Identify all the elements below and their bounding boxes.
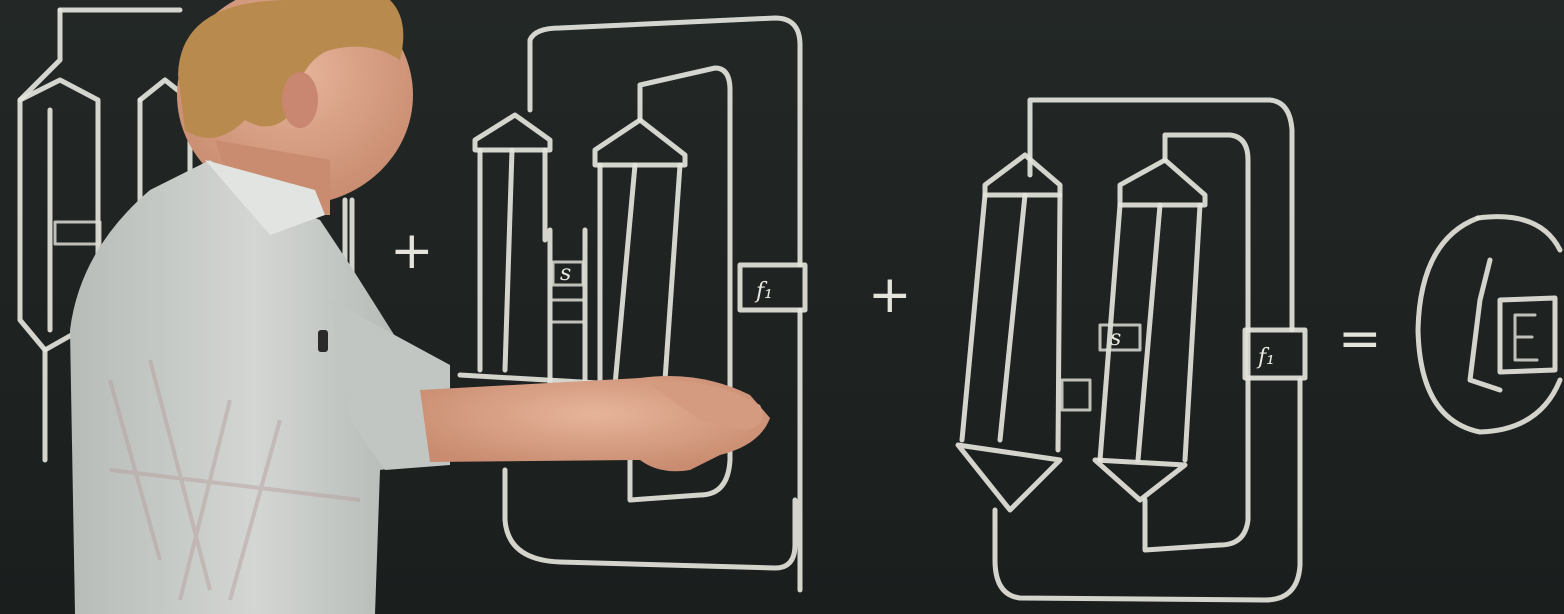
equals-sign: = xyxy=(1338,309,1382,369)
plus-sign-1: + xyxy=(390,221,434,281)
lapel-microphone xyxy=(318,330,328,352)
plus-sign-2: + xyxy=(868,265,912,325)
term2-inner-label: s xyxy=(560,261,571,286)
term3-side-label: f₁ xyxy=(1256,345,1275,370)
term3-inner-label: s xyxy=(1110,326,1121,351)
term2-side-label: f₁ xyxy=(754,279,773,304)
